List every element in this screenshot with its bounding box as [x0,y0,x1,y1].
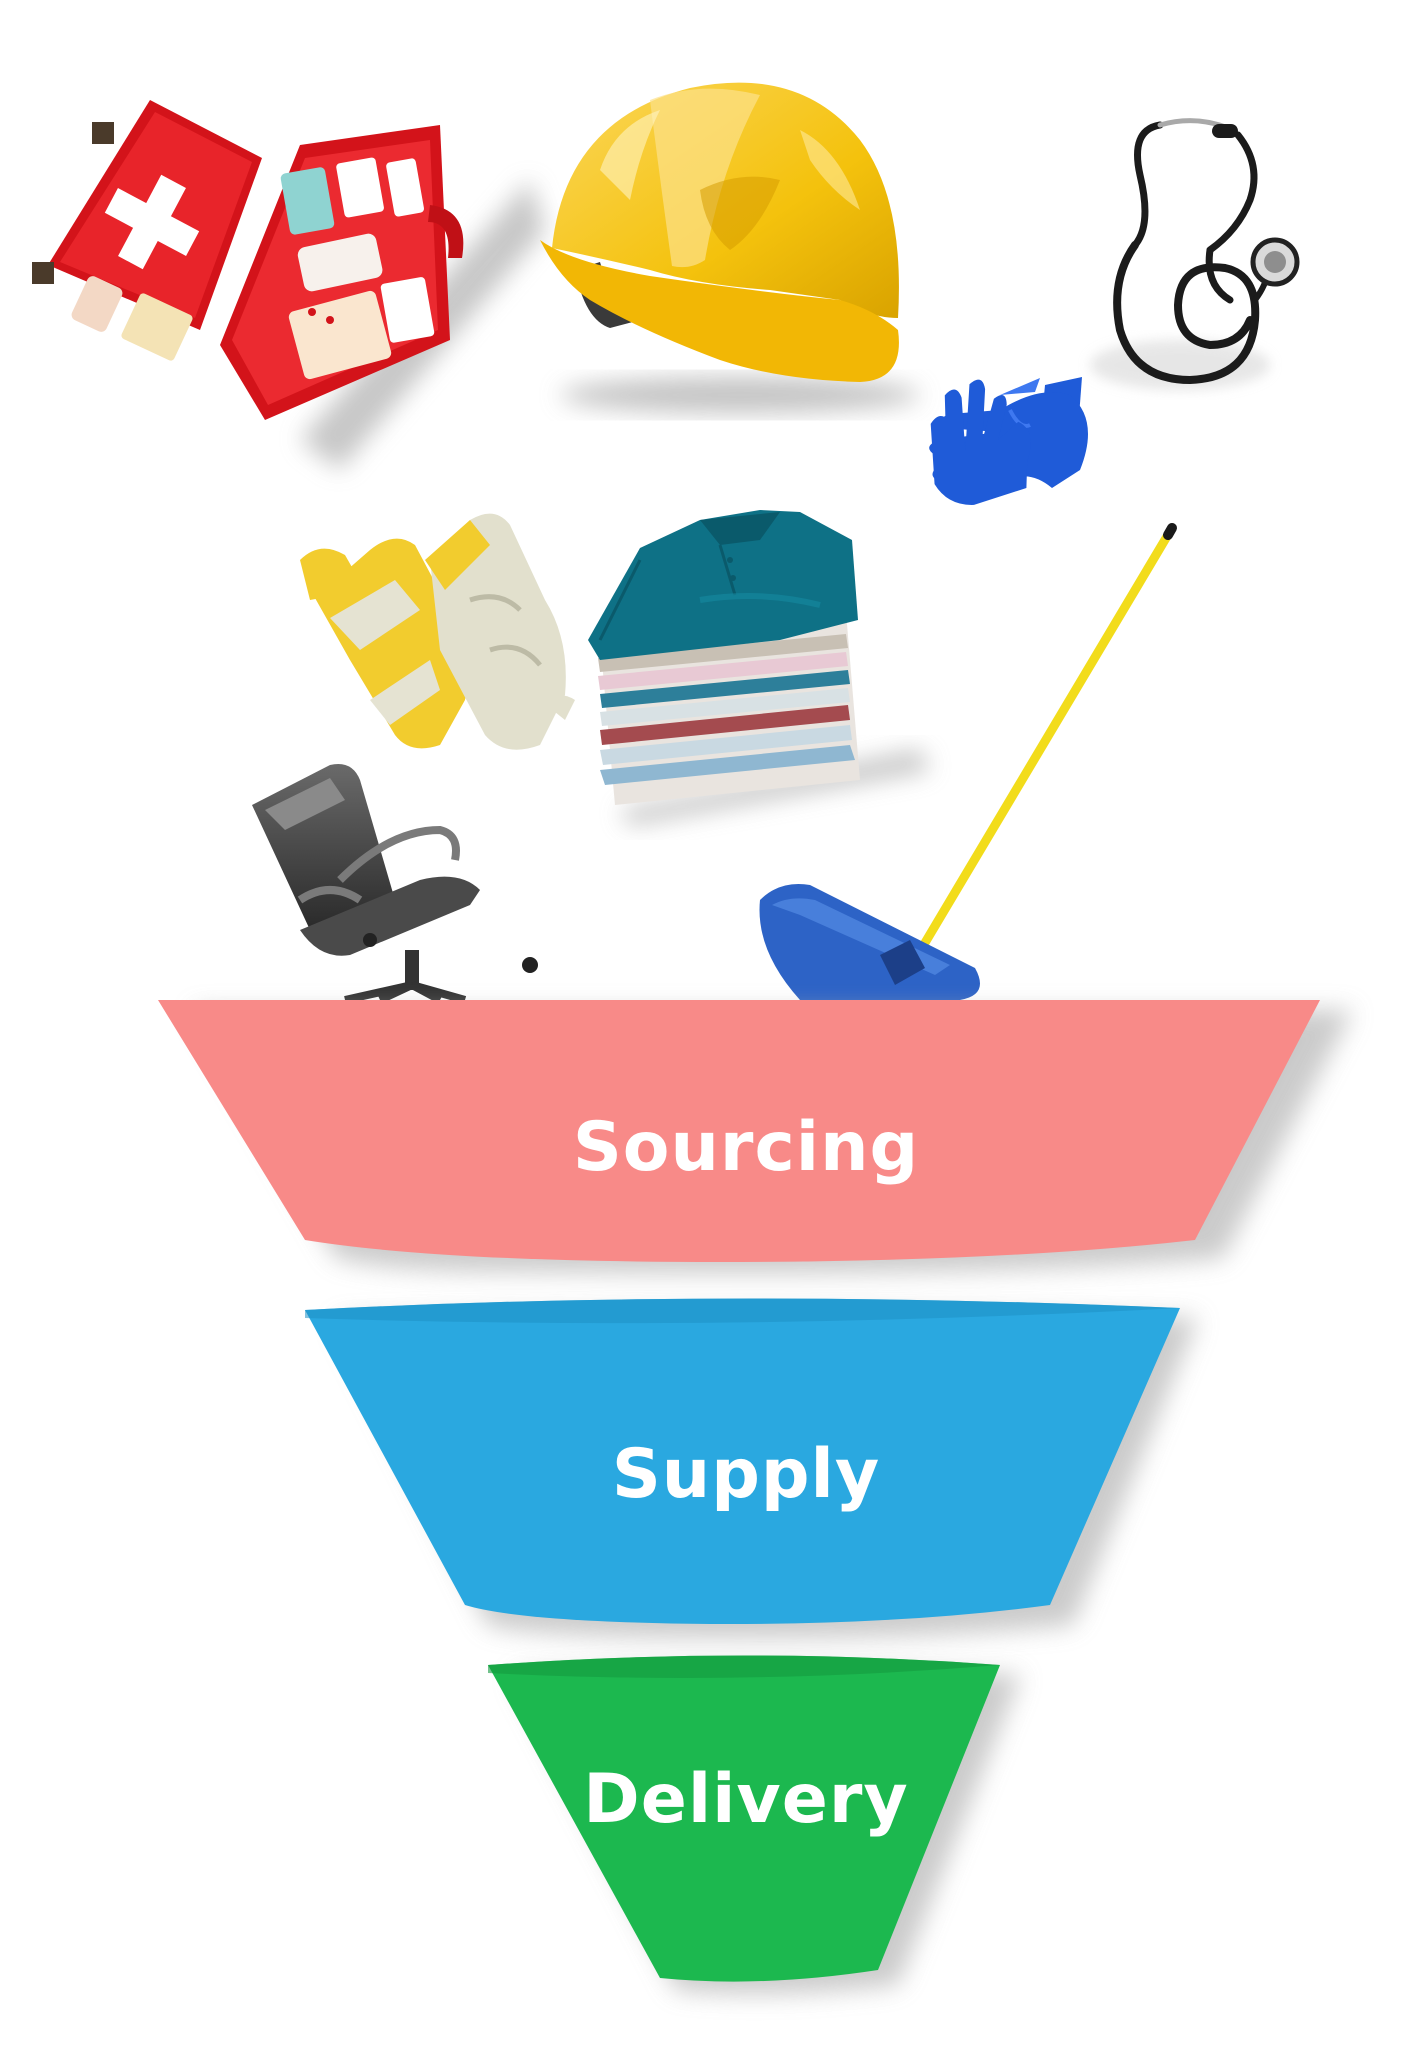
stage-label-sourcing: Sourcing [573,1108,919,1187]
blue-gloves-icon [929,377,1088,505]
hard-hat-icon [540,82,920,413]
first-aid-kit-icon [32,100,545,470]
work-gloves-icon [300,513,575,750]
funnel-stage-delivery: Delivery [488,1655,1000,1982]
stage-label-delivery: Delivery [583,1760,909,1839]
stage-label-supply: Supply [612,1435,880,1514]
mop-icon [759,523,1177,1000]
funnel-stage-sourcing: Sourcing [158,1000,1320,1262]
office-chair-icon [252,764,538,1004]
stethoscope-icon [1090,118,1300,390]
funnel-stage-supply: Supply [305,1298,1180,1625]
folded-shirts-icon [588,510,930,825]
